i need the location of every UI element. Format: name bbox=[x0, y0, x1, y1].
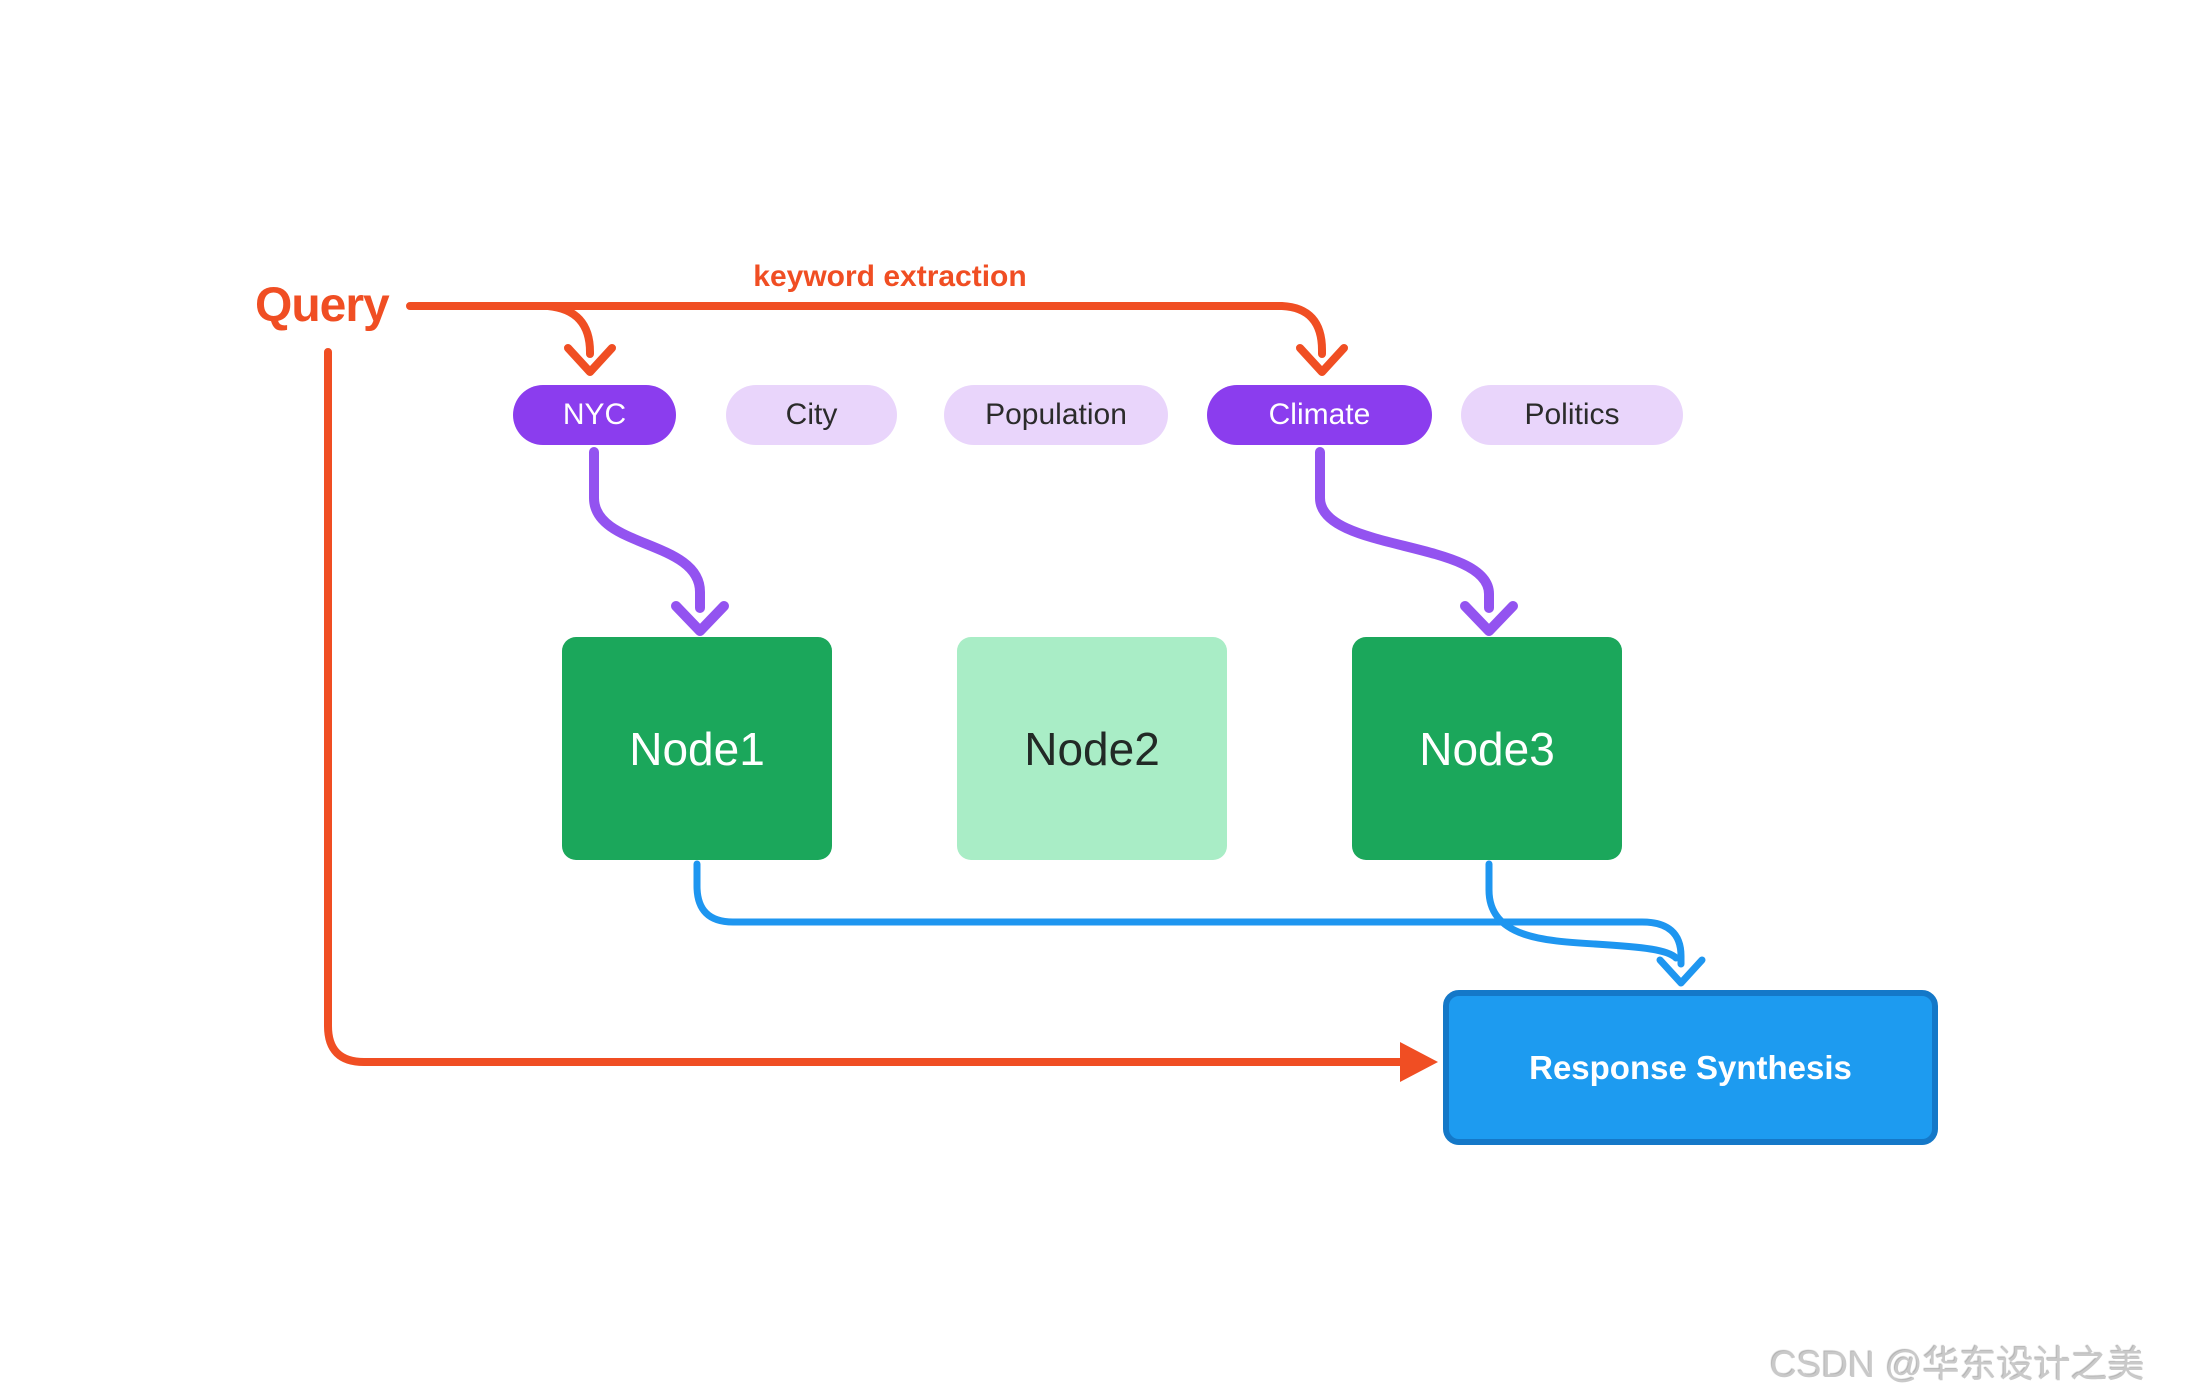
nyc-node1-edge bbox=[589, 447, 705, 613]
keyword-pill-city: City bbox=[726, 385, 897, 445]
keyword-pill-politics: Politics bbox=[1461, 385, 1683, 445]
query-response-edge bbox=[324, 348, 1404, 1066]
arrowhead-down-climate bbox=[1296, 344, 1348, 376]
keyword-pill-politics-label: Politics bbox=[1524, 398, 1620, 431]
node2-box: Node2 bbox=[957, 637, 1227, 860]
query-nyc-branch-edge bbox=[544, 302, 594, 358]
arrowhead-down-node3 bbox=[1460, 601, 1518, 636]
node3-label: Node3 bbox=[1419, 722, 1555, 775]
node3-response-edge bbox=[1485, 860, 1680, 962]
arrowhead-down-nyc bbox=[564, 344, 616, 376]
keyword-pill-city-label: City bbox=[785, 398, 838, 431]
keyword-pill-climate-label: Climate bbox=[1268, 398, 1371, 431]
node1-box: Node1 bbox=[562, 637, 832, 860]
keyword-pill-climate: Climate bbox=[1207, 385, 1432, 445]
keyword-pill-population-label: Population bbox=[985, 398, 1127, 431]
node3-box: Node3 bbox=[1352, 637, 1622, 860]
node1-label: Node1 bbox=[629, 722, 765, 775]
response-synthesis-label: Response Synthesis bbox=[1529, 1048, 1852, 1086]
climate-node3-edge bbox=[1315, 447, 1494, 613]
arrowhead-right-response bbox=[1400, 1042, 1438, 1082]
keyword-pill-nyc: NYC bbox=[513, 385, 676, 445]
node2-label: Node2 bbox=[1024, 722, 1160, 775]
keyword-pill-population: Population bbox=[944, 385, 1168, 445]
keyword-pill-nyc-label: NYC bbox=[562, 398, 627, 431]
query-label: Query bbox=[255, 279, 390, 332]
node1-response-edge bbox=[693, 860, 1685, 968]
arrowhead-down-response bbox=[1656, 956, 1706, 987]
arrowhead-down-node1 bbox=[671, 601, 729, 636]
query-keyword-extraction-edge bbox=[406, 302, 1326, 358]
keyword-extraction-label: keyword extraction bbox=[753, 260, 1027, 293]
csdn-watermark: CSDN @华东设计之美 bbox=[1770, 1344, 2145, 1385]
response-synthesis-box: Response Synthesis bbox=[1443, 990, 1938, 1145]
